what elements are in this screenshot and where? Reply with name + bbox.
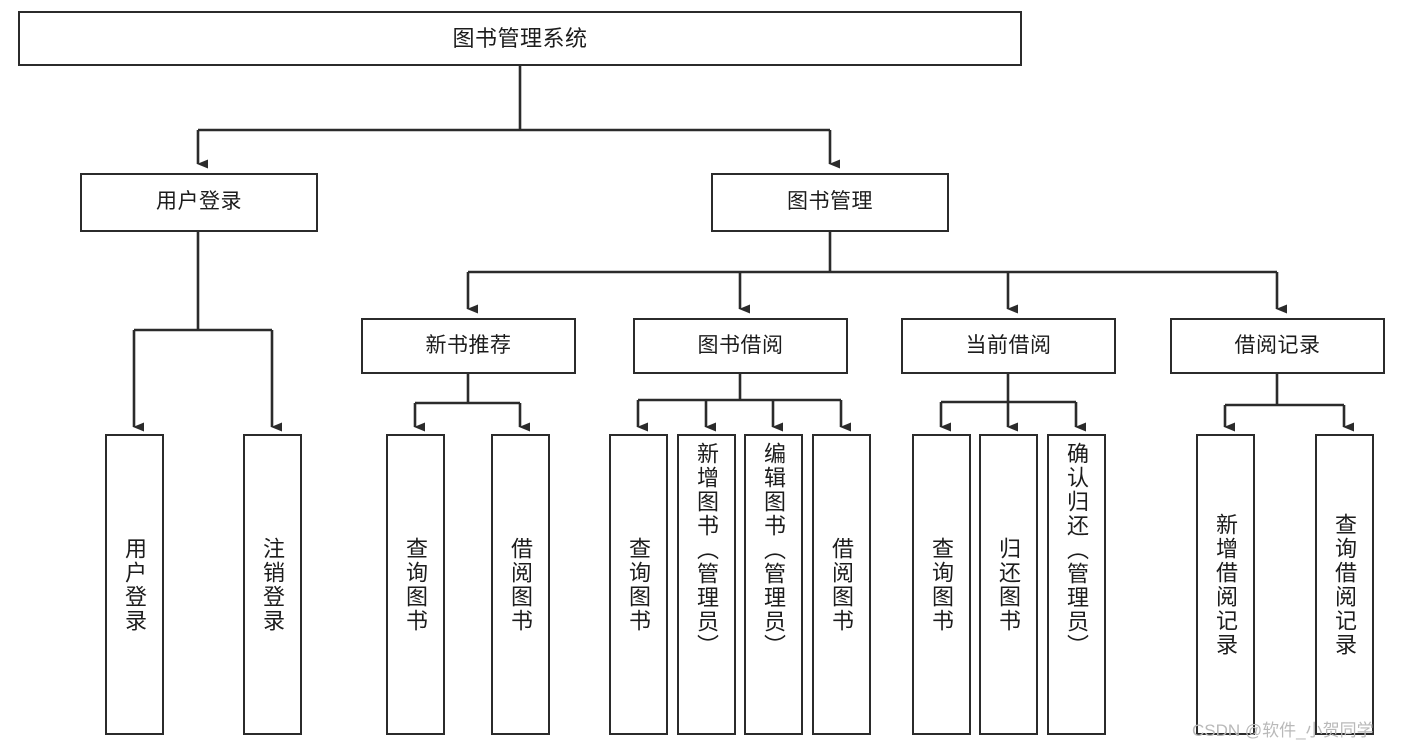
leaf-user-login[interactable]: 用户登录 [105,434,164,735]
leaf-bookborrow-borrow-books[interactable]: 借阅图书 [812,434,871,735]
leaf-currentborrow-confirm-return-admin[interactable]: 确认归还（管理员） [1047,434,1106,735]
node-label: 图书管理系统 [452,25,588,51]
leaf-logout[interactable]: 注销登录 [243,434,302,735]
node-label: 归还图书 [996,536,1022,633]
node-borrowing-record[interactable]: 借阅记录 [1170,318,1385,374]
node-new-book-recommendation[interactable]: 新书推荐 [361,318,576,374]
leaf-borrowrecord-query-record[interactable]: 查询借阅记录 [1315,434,1374,735]
node-label: 查询图书 [929,536,955,633]
leaf-newbook-borrow-books[interactable]: 借阅图书 [491,434,550,735]
node-label: 编辑图书（管理员） [761,442,787,658]
node-label: 借阅图书 [508,536,534,633]
node-book-management[interactable]: 图书管理 [711,173,949,232]
leaf-bookborrow-add-book-admin[interactable]: 新增图书（管理员） [677,434,736,735]
node-user-login[interactable]: 用户登录 [80,173,318,232]
node-label: 查询图书 [626,536,652,633]
leaf-newbook-query-books[interactable]: 查询图书 [386,434,445,735]
node-label: 注销登录 [260,536,286,633]
node-label: 确认归还（管理员） [1064,442,1090,658]
node-label: 新增图书（管理员） [694,442,720,658]
node-label: 当前借阅 [965,333,1052,357]
node-label: 借阅图书 [829,536,855,633]
node-label: 图书管理 [787,190,873,214]
leaf-currentborrow-query-books[interactable]: 查询图书 [912,434,971,735]
node-label: 新书推荐 [425,333,512,357]
node-label: 用户登录 [122,536,148,633]
node-label: 借阅记录 [1234,333,1321,357]
node-current-borrowing[interactable]: 当前借阅 [901,318,1116,374]
node-label: 用户登录 [156,190,242,214]
leaf-bookborrow-edit-book-admin[interactable]: 编辑图书（管理员） [744,434,803,735]
node-label: 图书借阅 [697,333,784,357]
node-root-book-management-system[interactable]: 图书管理系统 [18,11,1022,66]
csdn-watermark: CSDN @软件_小贺同学 [1192,721,1374,740]
leaf-bookborrow-query-books[interactable]: 查询图书 [609,434,668,735]
node-label: 查询借阅记录 [1332,512,1358,657]
node-label: 新增借阅记录 [1213,512,1239,657]
leaf-currentborrow-return-books[interactable]: 归还图书 [979,434,1038,735]
leaf-borrowrecord-add-record[interactable]: 新增借阅记录 [1196,434,1255,735]
node-book-borrowing[interactable]: 图书借阅 [633,318,848,374]
node-label: 查询图书 [403,536,429,633]
